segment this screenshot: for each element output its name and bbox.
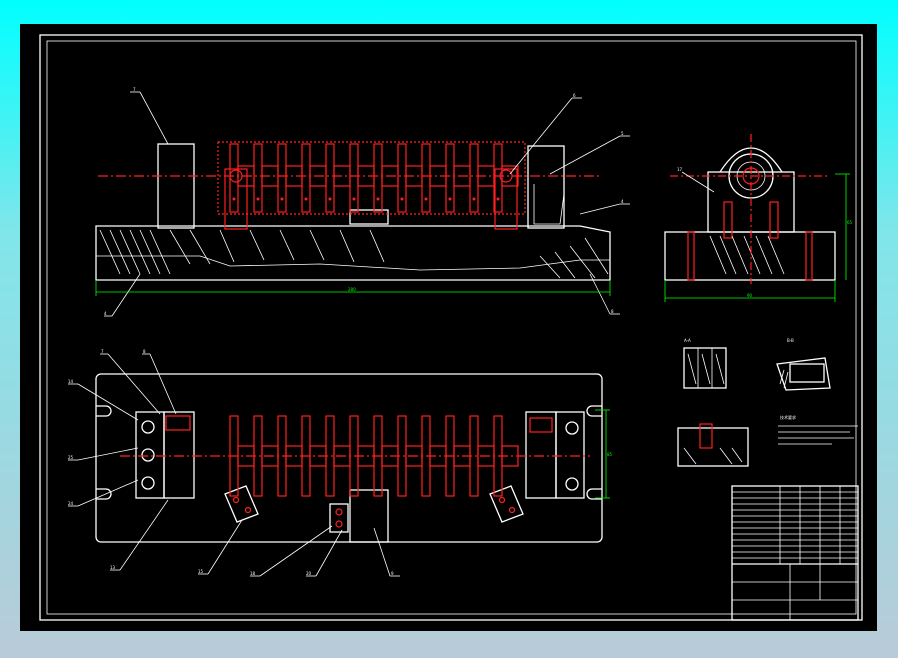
crank-web — [229, 143, 239, 213]
crank-web — [397, 143, 407, 213]
balloon-4-top: 4 — [621, 199, 624, 204]
crank-web — [373, 143, 383, 213]
balloon-8-bottom: 8 — [611, 309, 614, 314]
balloon-6-top: 6 — [573, 93, 576, 98]
dim-front-length: 280 — [348, 287, 356, 292]
balloon-18-plan: 18 — [250, 571, 256, 576]
crank-web — [301, 143, 311, 213]
balloon-9-plan: 9 — [391, 571, 394, 576]
crank-web — [445, 143, 455, 213]
crank-hole — [448, 197, 452, 201]
crank-hole — [232, 197, 236, 201]
crank-hole — [352, 197, 356, 201]
plan-view: 85 7 8 14 25 24 13 15 18 20 9 — [68, 349, 613, 577]
balloon-15-plan: 15 — [198, 569, 204, 574]
balloon-17-side: 17 — [677, 167, 683, 172]
title-block — [731, 485, 859, 621]
balloon-4-bottom: 4 — [104, 311, 107, 316]
outer-frame — [39, 34, 863, 621]
crank-hole — [400, 197, 404, 201]
balloon-5-top: 5 — [621, 131, 624, 136]
balloon-7-top: 7 — [133, 87, 136, 92]
balloon-7-plan: 7 — [101, 349, 104, 354]
dim-side-width: 90 — [747, 293, 753, 298]
balloon-14-plan: 14 — [68, 379, 74, 384]
crank-web — [421, 143, 431, 213]
notes-title: 技术要求 — [780, 414, 796, 420]
balloon-24-plan: 24 — [68, 501, 74, 506]
crank-web — [349, 143, 359, 213]
crank-hole — [304, 197, 308, 201]
crank-hole — [496, 197, 500, 201]
dim-side-height: 65 — [847, 220, 853, 225]
crank-web — [277, 143, 287, 213]
section-label-b: B-B — [787, 338, 794, 343]
crank-hole — [328, 197, 332, 201]
balloon-25-plan: 25 — [68, 455, 74, 460]
crank-hole — [280, 197, 284, 201]
crank-web — [253, 143, 263, 213]
crank-hole — [472, 197, 476, 201]
balloon-8-plan: 8 — [143, 349, 146, 354]
detail-views: A-A B-B 技术要求 — [677, 338, 858, 467]
balloon-20-plan: 20 — [306, 571, 312, 576]
drawing-canvas: 7 6 5 4 4 8 280 90 65 — [39, 34, 863, 621]
crank-web — [325, 143, 335, 213]
crank-hole — [376, 197, 380, 201]
crank-web — [469, 143, 479, 213]
side-view: 90 65 17 — [664, 134, 853, 302]
inner-frame — [46, 40, 857, 615]
crank-plan-journal — [501, 445, 519, 467]
section-label-a: A-A — [684, 338, 691, 343]
crank-journal — [501, 165, 519, 187]
balloon-13-plan: 13 — [110, 565, 116, 570]
crank-hole — [256, 197, 260, 201]
front-view: 7 6 5 4 4 8 280 — [95, 87, 630, 317]
dim-plan-height: 85 — [607, 452, 613, 457]
cad-viewport[interactable]: 7 6 5 4 4 8 280 90 65 — [20, 24, 877, 631]
crank-hole — [424, 197, 428, 201]
